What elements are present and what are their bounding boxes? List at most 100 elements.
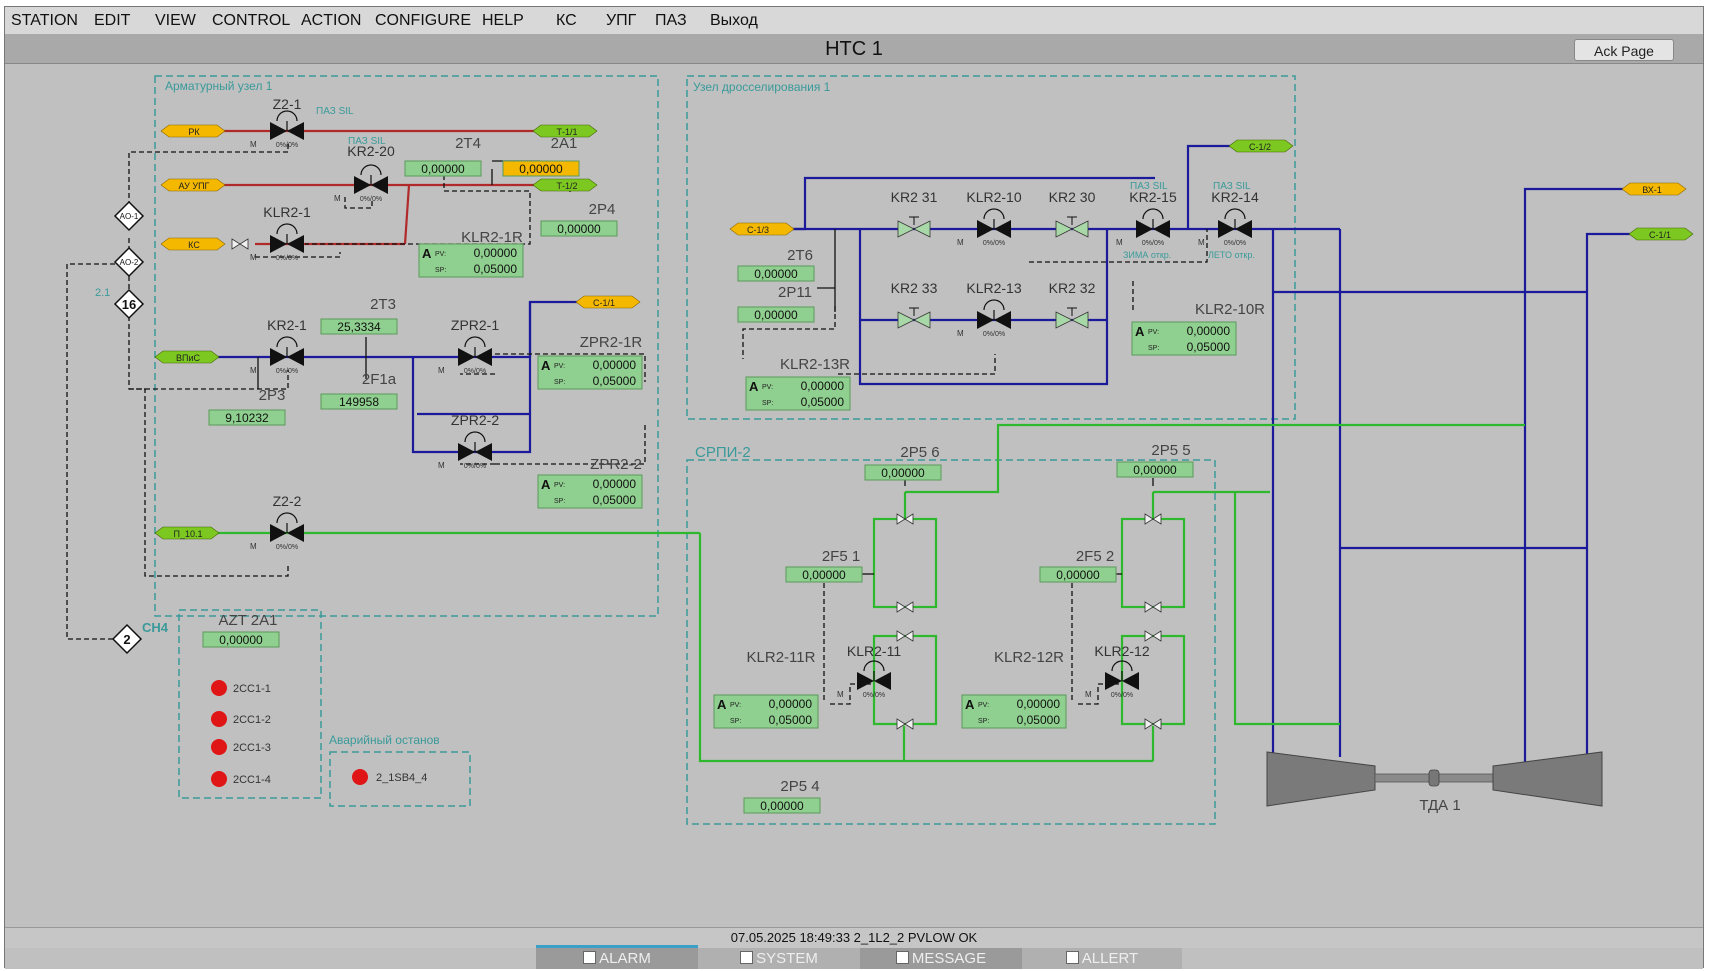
menu-paz[interactable]: ПАЗ <box>655 12 687 29</box>
emergency-led <box>352 769 368 785</box>
group-armature-label: Арматурный узел 1 <box>165 79 273 93</box>
valve-klr211[interactable]: KLR2-11 M 0%/0% <box>837 643 901 699</box>
connector-c11b[interactable]: С-1/1 <box>1649 230 1671 240</box>
valve-klr211-label: KLR2-11 <box>847 643 901 659</box>
tag-value-f21a: 149958 <box>339 395 379 409</box>
logic-ao2[interactable]: AO-2 <box>113 246 145 278</box>
menu-upg[interactable]: УПГ <box>606 12 637 29</box>
connector-au-upg[interactable]: АУ УПГ <box>179 181 210 191</box>
valve-kr220[interactable]: KR2-20 M 0%/0% <box>334 143 395 203</box>
connector-c13[interactable]: С-1/3 <box>747 225 769 235</box>
tab-alarm[interactable]: ALARM <box>536 945 698 969</box>
ack-page-button[interactable]: Ack Page <box>1574 39 1674 61</box>
tab-system[interactable]: SYSTEM <box>698 948 860 969</box>
connectors[interactable]: РК АУ УПГ КС ВПиС П_10.1 Т-1/1 Т-1/2 С-1… <box>154 124 1694 540</box>
connector-ks[interactable]: КС <box>188 240 200 250</box>
value-box <box>864 464 942 481</box>
menu-control[interactable]: CONTROL <box>212 12 291 29</box>
alarm-led <box>211 771 227 787</box>
valve-zpr22[interactable]: ZPR2-2 M 0%/0% <box>438 412 499 470</box>
controller-mode: A <box>965 697 975 712</box>
controller-sp-label: SP: <box>978 718 989 725</box>
valve-kr214[interactable]: KR2-14 M 0%/0% <box>1198 189 1259 247</box>
connector-vpis[interactable]: ВПиС <box>176 353 200 363</box>
tab-allert[interactable]: ALLERT <box>1022 948 1182 969</box>
valve-kr231[interactable]: KR2 31 <box>891 189 938 238</box>
menu-exit[interactable]: Выход <box>710 12 758 29</box>
logic-2[interactable]: 2 <box>111 623 143 655</box>
valve-kr233-label: KR2 33 <box>891 280 938 296</box>
valve-kr232[interactable]: KR2 32 <box>1049 280 1096 329</box>
menu-view[interactable]: VIEW <box>155 12 196 29</box>
valve-klr212[interactable]: KLR2-12 M 0%/0% <box>1085 643 1150 699</box>
controller-mode: A <box>422 246 432 261</box>
logic-16[interactable]: 16 <box>113 288 145 320</box>
controller-sp-label: SP: <box>554 498 565 505</box>
checkbox-icon[interactable] <box>895 951 909 965</box>
svg-text:ПАЗ SIL: ПАЗ SIL <box>1130 181 1168 192</box>
menu-edit[interactable]: EDIT <box>94 12 131 29</box>
valve-zpr21[interactable]: ZPR2-1 M 0%/0% <box>438 317 499 375</box>
connector-c12[interactable]: С-1/2 <box>1249 142 1271 152</box>
valve-kr230[interactable]: KR2 30 <box>1049 189 1096 238</box>
checkbox-icon[interactable] <box>740 951 754 965</box>
valve-klr210[interactable]: KLR2-10 M 0%/0% <box>957 189 1022 247</box>
logic-blocks[interactable]: AO-1 AO-2 16 2 <box>111 200 145 655</box>
manual-valves[interactable]: KR2 31 KR2 30 KR2 33 KR2 32 <box>891 189 1096 329</box>
tag-label-p211: 2P11 <box>778 284 812 301</box>
valve-kr215[interactable]: KR2-15 M 0%/0% <box>1116 189 1177 247</box>
valve-z21[interactable]: Z2-1 M 0%/0% <box>250 96 305 149</box>
control-valves[interactable]: Z2-1 M 0%/0% KR2-20 M 0%/0% KLR2-1 M 0%/… <box>250 96 1259 699</box>
connector-c11[interactable]: С-1/1 <box>593 298 615 308</box>
connector-p101[interactable]: П_10.1 <box>174 529 203 539</box>
menu-ks[interactable]: КС <box>556 12 577 29</box>
controller-pv: 0,00000 <box>474 246 518 260</box>
value-box <box>540 220 618 237</box>
menu-help[interactable]: HELP <box>482 12 524 29</box>
connector-vx1[interactable]: ВХ-1 <box>1642 185 1662 195</box>
tag-label-p54: 2P5 4 <box>780 778 819 795</box>
tag-value-a21: 0,00000 <box>519 162 563 176</box>
mode-indicator: M <box>250 366 257 375</box>
tag-value-t24: 0,00000 <box>421 162 465 176</box>
valve-kr21[interactable]: KR2-1 M 0%/0% <box>250 317 307 375</box>
tag-label-t23: 2T3 <box>370 296 396 313</box>
valve-klr213[interactable]: KLR2-13 M 0%/0% <box>957 280 1022 338</box>
logic-ao1[interactable]: AO-1 <box>113 200 145 232</box>
controller-box <box>745 376 851 411</box>
tag-label-t26: 2T6 <box>787 247 813 264</box>
connector-pk[interactable]: РК <box>188 127 200 137</box>
checkbox-icon[interactable] <box>583 951 597 965</box>
checkbox-icon[interactable] <box>1065 951 1079 965</box>
menu-configure[interactable]: CONFIGURE <box>375 12 471 29</box>
turbine-tda1[interactable]: ТДА 1 <box>1266 751 1603 814</box>
connector-t12[interactable]: Т-1/2 <box>556 181 577 191</box>
controller-sp-label: SP: <box>1148 345 1159 352</box>
valve-klr21[interactable]: KLR2-1 M 0%/0% <box>250 204 311 262</box>
controller-pv-label: PV: <box>554 363 565 370</box>
process-diagram: Арматурный узел 1 Узел дросселирования 1… <box>66 75 1694 825</box>
value-box <box>320 393 398 410</box>
valve-z22[interactable]: Z2-2 M 0%/0% <box>250 493 305 551</box>
connector-t11[interactable]: Т-1/1 <box>556 127 577 137</box>
svg-text:ПАЗ SIL: ПАЗ SIL <box>316 106 354 117</box>
valve-klr213-label: KLR2-13 <box>966 280 1021 296</box>
menu-station[interactable]: STATION <box>11 12 78 29</box>
valve-kr21-label: KR2-1 <box>267 317 307 333</box>
tab-message[interactable]: MESSAGE <box>860 948 1022 969</box>
tag-value-p55: 0,00000 <box>1133 463 1177 477</box>
tab-alarm-label: ALARM <box>599 950 651 967</box>
controller-pv-label: PV: <box>762 384 773 391</box>
valve-kr233[interactable]: KR2 33 <box>891 280 938 329</box>
controller-pv: 0,00000 <box>1017 697 1061 711</box>
tag-label-t24: 2T4 <box>455 135 481 152</box>
menu-action[interactable]: ACTION <box>301 12 362 29</box>
